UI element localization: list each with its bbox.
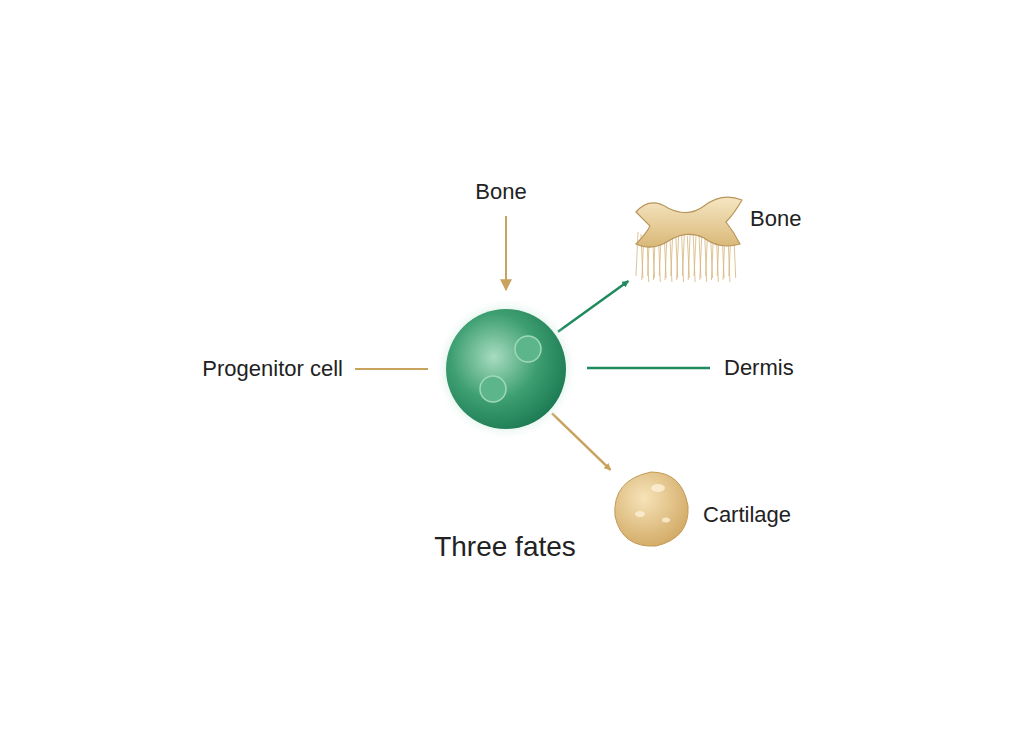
nucleus: [480, 376, 506, 402]
fate-arrow: [552, 413, 611, 470]
leader-line: [355, 368, 428, 370]
nucleus: [515, 336, 541, 362]
node-label: Bone: [750, 206, 801, 232]
bone-illustration: [630, 190, 748, 285]
input-arrow: [505, 216, 507, 290]
node-label: Progenitor cell: [202, 356, 343, 382]
bone-node: Bone: [630, 190, 748, 285]
cartilage-illustration: [612, 470, 690, 548]
cartilage-highlight: [662, 518, 670, 523]
cartilage-highlight: [635, 511, 645, 517]
fate-arrow: [558, 281, 628, 332]
cell-illustration: [446, 309, 566, 429]
caption-text: Three fates: [434, 530, 576, 564]
fate-label: Bone: [475, 179, 526, 205]
fate-label: Dermis: [724, 355, 794, 381]
cartilage-shape: [615, 472, 688, 546]
bone-shape: [636, 197, 742, 247]
cell-body: [446, 309, 566, 429]
cell-glow: [434, 297, 578, 441]
cell-node: Progenitor cell: [446, 309, 566, 429]
dermis-line: [587, 367, 710, 370]
cartilage-node: Cartilage: [612, 470, 690, 548]
node-label: Cartilage: [703, 502, 791, 528]
cartilage-highlight: [651, 484, 665, 492]
